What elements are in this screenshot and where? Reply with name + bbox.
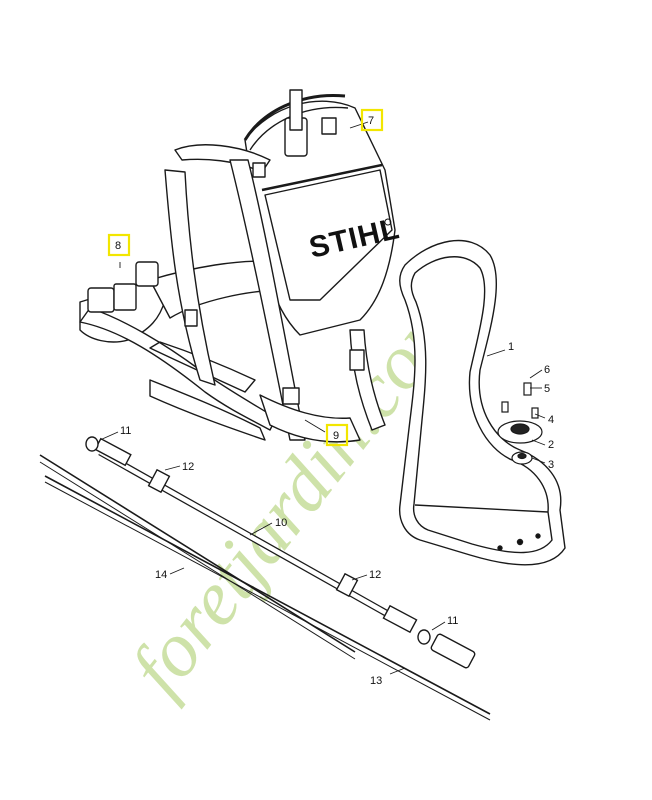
callout-5: 5 bbox=[544, 383, 550, 395]
callout-7: 7 bbox=[368, 115, 374, 127]
callout-6: 6 bbox=[544, 364, 550, 376]
highlight-box-8 bbox=[107, 233, 131, 257]
backpack-harness bbox=[79, 89, 396, 443]
callout-11a: 11 bbox=[120, 425, 131, 437]
highlight-box-7 bbox=[360, 108, 384, 132]
fastener-parts bbox=[497, 382, 543, 465]
callouts: 1 2 3 4 5 6 7 8 9 10 11 11 12 12 13 14 bbox=[115, 115, 554, 687]
callout-3: 3 bbox=[548, 459, 554, 471]
callout-13: 13 bbox=[370, 675, 382, 687]
callout-2: 2 bbox=[548, 439, 554, 451]
callout-1: 1 bbox=[508, 341, 514, 353]
callout-14: 14 bbox=[155, 569, 167, 581]
highlight-boxes bbox=[107, 108, 384, 447]
leader-lines bbox=[99, 121, 546, 675]
drive-tube-parts bbox=[39, 436, 491, 721]
backpack-frame bbox=[398, 239, 566, 566]
callout-4: 4 bbox=[548, 414, 554, 426]
callout-9: 9 bbox=[333, 430, 339, 442]
callout-12a: 12 bbox=[182, 461, 194, 473]
callout-12b: 12 bbox=[369, 569, 381, 581]
callout-10: 10 bbox=[275, 517, 287, 529]
callout-11b: 11 bbox=[447, 615, 458, 627]
highlight-box-9 bbox=[325, 423, 349, 447]
callout-8: 8 bbox=[115, 240, 121, 252]
